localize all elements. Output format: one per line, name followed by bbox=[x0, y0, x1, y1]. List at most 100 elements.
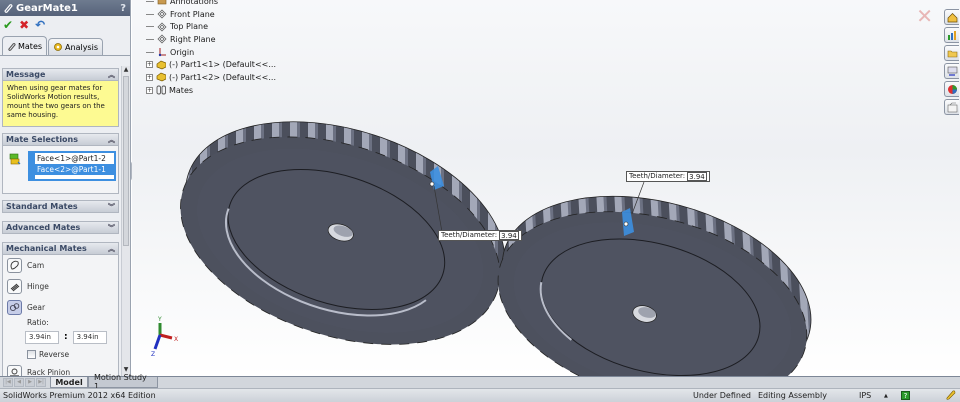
reverse-checkbox[interactable] bbox=[27, 349, 36, 359]
rebuild-status-icon[interactable] bbox=[946, 389, 956, 402]
tree-item-label: (-) Part1<1> (Default<<... bbox=[169, 60, 276, 70]
gear-assembly-model[interactable]: Y X Z bbox=[132, 0, 960, 376]
next-tab-arrow-icon[interactable]: ▶ bbox=[25, 378, 35, 387]
bottom-tab-bar: |◀ ◀ ▶ ▶| Model Motion Study 1 bbox=[0, 373, 960, 391]
ratio-right-input[interactable] bbox=[72, 330, 107, 344]
unit-system-button[interactable]: IPS bbox=[859, 391, 872, 400]
message-group-header[interactable]: Message ︽ bbox=[2, 68, 119, 81]
gear-icon[interactable] bbox=[7, 300, 22, 315]
expand-chevron-icon[interactable]: ︾ bbox=[108, 202, 115, 211]
collapse-chevron-icon[interactable]: ︽ bbox=[108, 135, 115, 144]
mechanical-mates-header[interactable]: Mechanical Mates ︽ bbox=[2, 242, 119, 255]
tab-analysis-label: Analysis bbox=[65, 42, 98, 52]
tree-item-front-plane[interactable]: Front Plane bbox=[146, 8, 276, 21]
pm-scroll-area: Message ︽ When using gear mates for Soli… bbox=[0, 66, 121, 376]
teeth-diameter-callout-right[interactable]: Teeth/Diameter: 3.94 bbox=[626, 171, 710, 182]
cam-icon[interactable] bbox=[7, 258, 22, 273]
scroll-down-arrow-icon[interactable]: ▼ bbox=[123, 366, 129, 373]
folder-icon[interactable] bbox=[944, 45, 959, 61]
tab-analysis[interactable]: Analysis bbox=[48, 38, 103, 55]
standard-mates-header[interactable]: Standard Mates ︾ bbox=[2, 200, 119, 213]
hinge-mate-option[interactable]: Hinge bbox=[3, 276, 118, 297]
pm-title-bar: GearMate1 ? bbox=[0, 0, 130, 16]
prev-tab-arrow-icon[interactable]: ◀ bbox=[14, 378, 24, 387]
tree-item-part1-2[interactable]: + (-) Part1<2> (Default<<... bbox=[146, 71, 276, 84]
unit-menu-arrow-icon[interactable]: ▲ bbox=[884, 392, 888, 399]
message-header-label: Message bbox=[6, 70, 46, 79]
ok-button[interactable]: ✔ bbox=[3, 18, 14, 32]
reverse-option[interactable]: Reverse bbox=[3, 346, 118, 362]
plane-icon bbox=[157, 22, 167, 32]
rack-pinion-icon[interactable] bbox=[7, 365, 22, 376]
tree-item-mates[interactable]: + Mates bbox=[146, 84, 276, 97]
message-text: When using gear mates for SolidWorks Mot… bbox=[2, 81, 119, 127]
cancel-button[interactable]: ✖ bbox=[19, 18, 30, 32]
expand-icon[interactable]: + bbox=[146, 73, 153, 81]
tab-model[interactable]: Model bbox=[50, 377, 88, 388]
callout-value[interactable]: 3.94 bbox=[687, 172, 707, 181]
ratio-label: Ratio: bbox=[27, 318, 49, 327]
svg-text:X: X bbox=[174, 336, 178, 343]
rack-pinion-mate-option[interactable]: Rack Pinion bbox=[3, 362, 118, 376]
ratio-left-input[interactable] bbox=[25, 330, 59, 344]
gear-mate-option[interactable]: Gear bbox=[3, 297, 118, 318]
hinge-label: Hinge bbox=[27, 282, 49, 291]
mate-selections-list[interactable]: Face<1>@Part1-2 Face<2>@Part1-1 bbox=[28, 151, 116, 181]
collapse-chevron-icon[interactable]: ︽ bbox=[108, 70, 115, 79]
appearances-icon[interactable] bbox=[944, 81, 959, 97]
hinge-icon[interactable] bbox=[7, 279, 22, 294]
last-tab-arrow-icon[interactable]: ▶| bbox=[36, 378, 46, 387]
cam-mate-option[interactable]: Cam bbox=[3, 255, 118, 276]
coordinate-triad-icon: Y X Z bbox=[151, 316, 178, 358]
tab-mates[interactable]: Mates bbox=[2, 36, 48, 55]
tree-item-right-plane[interactable]: Right Plane bbox=[146, 33, 276, 46]
cam-label: Cam bbox=[27, 261, 45, 270]
collapse-chevron-icon[interactable]: ︽ bbox=[108, 244, 115, 253]
custom-properties-icon[interactable] bbox=[944, 99, 959, 115]
tree-item-origin[interactable]: Origin bbox=[146, 46, 276, 59]
confirmation-corner-close-icon[interactable]: ✕ bbox=[916, 4, 933, 28]
reverse-label: Reverse bbox=[39, 349, 70, 359]
graphics-viewport[interactable]: Y X Z Annotations Front Plane Top Plane … bbox=[132, 0, 960, 376]
editing-mode-status: Editing Assembly bbox=[758, 391, 827, 400]
pm-actions: ✔ ✖ ↶ bbox=[0, 16, 130, 34]
view-palette-icon[interactable] bbox=[944, 63, 959, 79]
undo-button[interactable]: ↶ bbox=[35, 18, 46, 32]
tab-mates-label: Mates bbox=[18, 41, 43, 51]
ratio-row: : bbox=[3, 328, 118, 346]
plane-icon bbox=[157, 34, 167, 44]
tree-item-top-plane[interactable]: Top Plane bbox=[146, 20, 276, 33]
scroll-up-arrow-icon[interactable]: ▲ bbox=[123, 66, 129, 73]
mechanical-mates-body: Cam Hinge Gear Ratio: : bbox=[2, 255, 119, 376]
resources-icon[interactable] bbox=[944, 27, 959, 43]
selected-face-right bbox=[622, 208, 634, 236]
scroll-thumb[interactable] bbox=[123, 76, 129, 246]
home-icon[interactable] bbox=[944, 9, 959, 25]
first-tab-arrow-icon[interactable]: |◀ bbox=[3, 378, 13, 387]
tree-item-annotations[interactable]: Annotations bbox=[146, 0, 276, 8]
help-icon[interactable]: ? bbox=[120, 2, 126, 14]
expand-icon[interactable]: + bbox=[146, 86, 153, 94]
mate-selections-header[interactable]: Mate Selections ︽ bbox=[2, 133, 119, 146]
mate-selection-item[interactable]: Face<1>@Part1-2 bbox=[37, 154, 106, 163]
rack-pinion-label: Rack Pinion bbox=[27, 368, 71, 376]
gear-label: Gear bbox=[27, 303, 46, 312]
property-manager: GearMate1 ? ✔ ✖ ↶ Mates Analysis Message… bbox=[0, 0, 131, 376]
callout-value[interactable]: 3.94 bbox=[499, 231, 519, 240]
teeth-diameter-callout-left[interactable]: Teeth/Diameter: 3.94 bbox=[438, 230, 522, 241]
tab-motion-study-1[interactable]: Motion Study 1 bbox=[88, 373, 158, 391]
svg-text:Y: Y bbox=[157, 316, 162, 323]
mate-selections-body: Face<1>@Part1-2 Face<2>@Part1-1 bbox=[2, 146, 119, 194]
expand-chevron-icon[interactable]: ︾ bbox=[108, 223, 115, 232]
quick-tips-help-icon[interactable]: ? bbox=[901, 391, 910, 400]
expand-icon[interactable]: + bbox=[146, 61, 153, 69]
advanced-mates-header[interactable]: Advanced Mates ︾ bbox=[2, 221, 119, 234]
pm-scrollbar[interactable]: ▲ ▼ bbox=[121, 66, 130, 376]
tree-item-label: Right Plane bbox=[170, 34, 216, 44]
part-icon bbox=[156, 60, 166, 70]
definition-status: Under Defined bbox=[693, 391, 751, 400]
mate-selection-item-selected[interactable]: Face<2>@Part1-1 bbox=[30, 164, 114, 175]
svg-text:Z: Z bbox=[151, 351, 155, 358]
standard-mates-label: Standard Mates bbox=[6, 202, 78, 211]
tree-item-part1-1[interactable]: + (-) Part1<1> (Default<<... bbox=[146, 58, 276, 71]
